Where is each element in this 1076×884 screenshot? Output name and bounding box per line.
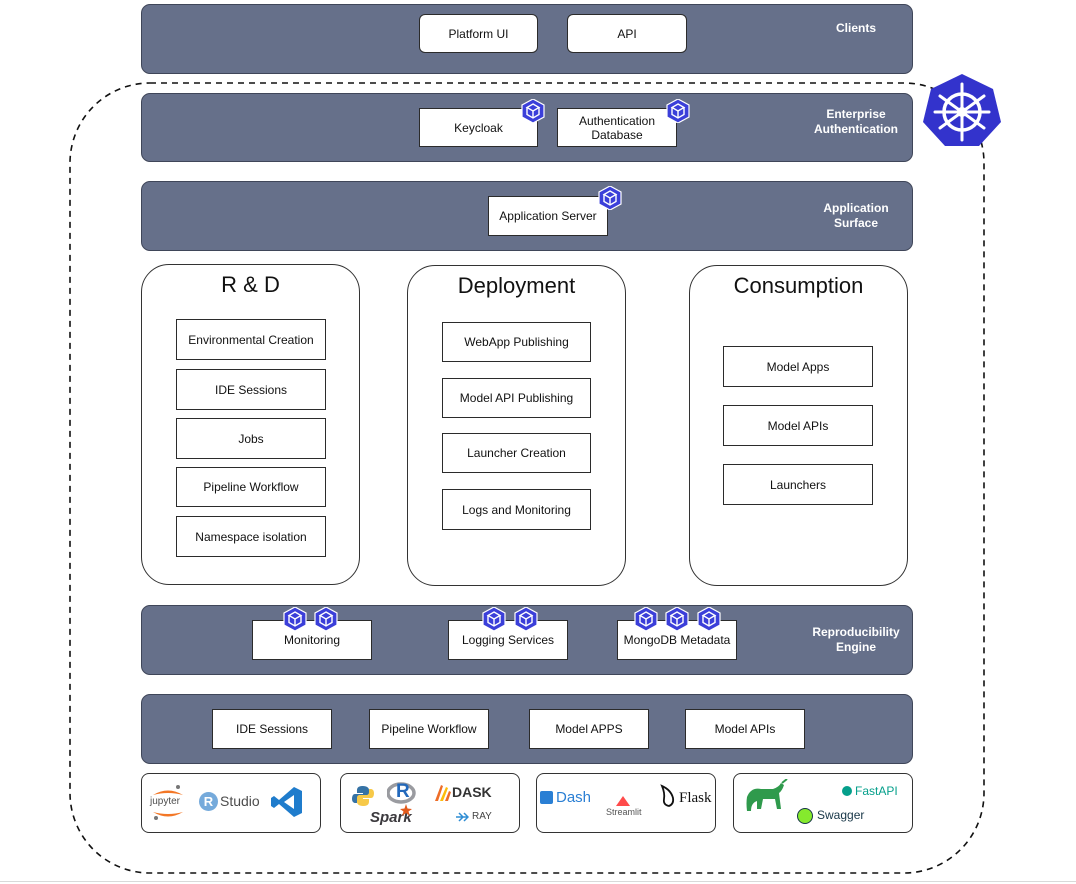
pod-icon [665,607,689,631]
ray-logo-icon [456,812,469,822]
pod-icon [697,607,721,631]
application-server-box[interactable]: Application Server [488,196,608,236]
streamlit-label: Streamlit [606,807,642,817]
enterprise-auth-label-line1: Enterprise [826,107,886,121]
keycloak-box[interactable]: Keycloak [419,108,538,147]
deployment-item[interactable]: Logs and Monitoring [442,489,591,530]
repro-label-line2: Engine [835,640,876,654]
pod-icon [598,186,622,210]
auth-db-line2: Database [591,127,643,142]
api-box[interactable]: API [567,14,687,53]
rd-item[interactable]: Namespace isolation [176,516,326,557]
rstudio-label: Studio [220,793,260,809]
spark-label: Spark [370,809,412,826]
clients-label: Clients [835,21,876,35]
rd-item[interactable]: IDE Sessions [176,369,326,410]
swagger-label: Swagger [817,808,865,822]
pod-icon [314,607,338,631]
compute-logos-box [340,773,520,833]
enterprise-auth-label-line2: Authentication [814,122,898,136]
tools-item[interactable]: Pipeline Workflow [369,709,489,749]
consumption-item[interactable]: Model APIs [723,405,873,446]
rd-item[interactable]: Environmental Creation [176,319,326,360]
fastapi-label: FastAPI [855,784,898,798]
flask-logo-icon [660,784,675,807]
dash-logo-icon [540,791,553,804]
deployment-column [407,265,626,586]
tools-item[interactable]: Model APPS [529,709,649,749]
logging-services-box[interactable]: Logging Services [448,620,568,660]
api-logos-box [733,773,913,833]
app-surface-label-line2: Surface [833,216,879,230]
rd-item[interactable]: Jobs [176,418,326,459]
pod-icon [514,607,538,631]
fastapi-logo-icon [842,786,852,796]
jupyter-label: jupyter [150,796,181,807]
streamlit-logo-icon [616,796,630,806]
flask-label: Flask [679,790,712,806]
deployment-title: Deployment [457,273,576,298]
vscode-logo-icon [271,787,302,817]
pod-icon [482,607,506,631]
tools-item[interactable]: IDE Sessions [212,709,332,749]
tools-item[interactable]: Model APIs [685,709,805,749]
auth-database-box[interactable]: Authentication Database [557,108,677,147]
spark-star-icon [400,804,412,816]
python-logo-icon [352,786,374,806]
monitoring-box[interactable]: Monitoring [252,620,372,660]
deployment-item[interactable]: Model API Publishing [442,378,591,418]
jupyter-logo-icon [153,785,183,820]
consumption-item[interactable]: Launchers [723,464,873,505]
pod-icon [521,99,545,123]
ray-label: RAY [472,811,492,822]
ide-logos-box [141,773,321,833]
app-surface-label-line1: Application [823,201,889,215]
swagger-logo-icon [797,808,813,824]
consumption-item[interactable]: Model Apps [723,346,873,387]
rd-title: R & D [221,272,280,297]
platform-ui-box[interactable]: Platform UI [419,14,538,53]
dask-label: DASK [452,784,492,800]
gunicorn-logo-icon [746,779,788,811]
dask-logo-icon [435,785,451,801]
pod-icon [283,607,307,631]
auth-db-line1: Authentication [578,113,656,128]
deployment-item[interactable]: WebApp Publishing [442,322,591,362]
pod-icon [634,607,658,631]
repro-label-line1: Reproducibility [812,625,900,639]
kubernetes-logo-icon [923,74,1001,146]
pod-icon [666,99,690,123]
rstudio-logo-icon: R [199,792,218,811]
application-surface-label: Application Surface [800,201,912,231]
r-ellipse-icon [387,782,416,804]
deployment-item[interactable]: Launcher Creation [442,433,591,473]
r-logo-icon: R [396,781,410,802]
enterprise-auth-label: Enterprise Authentication [800,107,912,137]
rd-item[interactable]: Pipeline Workflow [176,467,326,507]
reproducibility-label: Reproducibility Engine [800,625,912,655]
consumption-title: Consumption [733,273,864,298]
bottom-divider [0,881,1076,882]
dash-label: Dash [556,789,592,806]
